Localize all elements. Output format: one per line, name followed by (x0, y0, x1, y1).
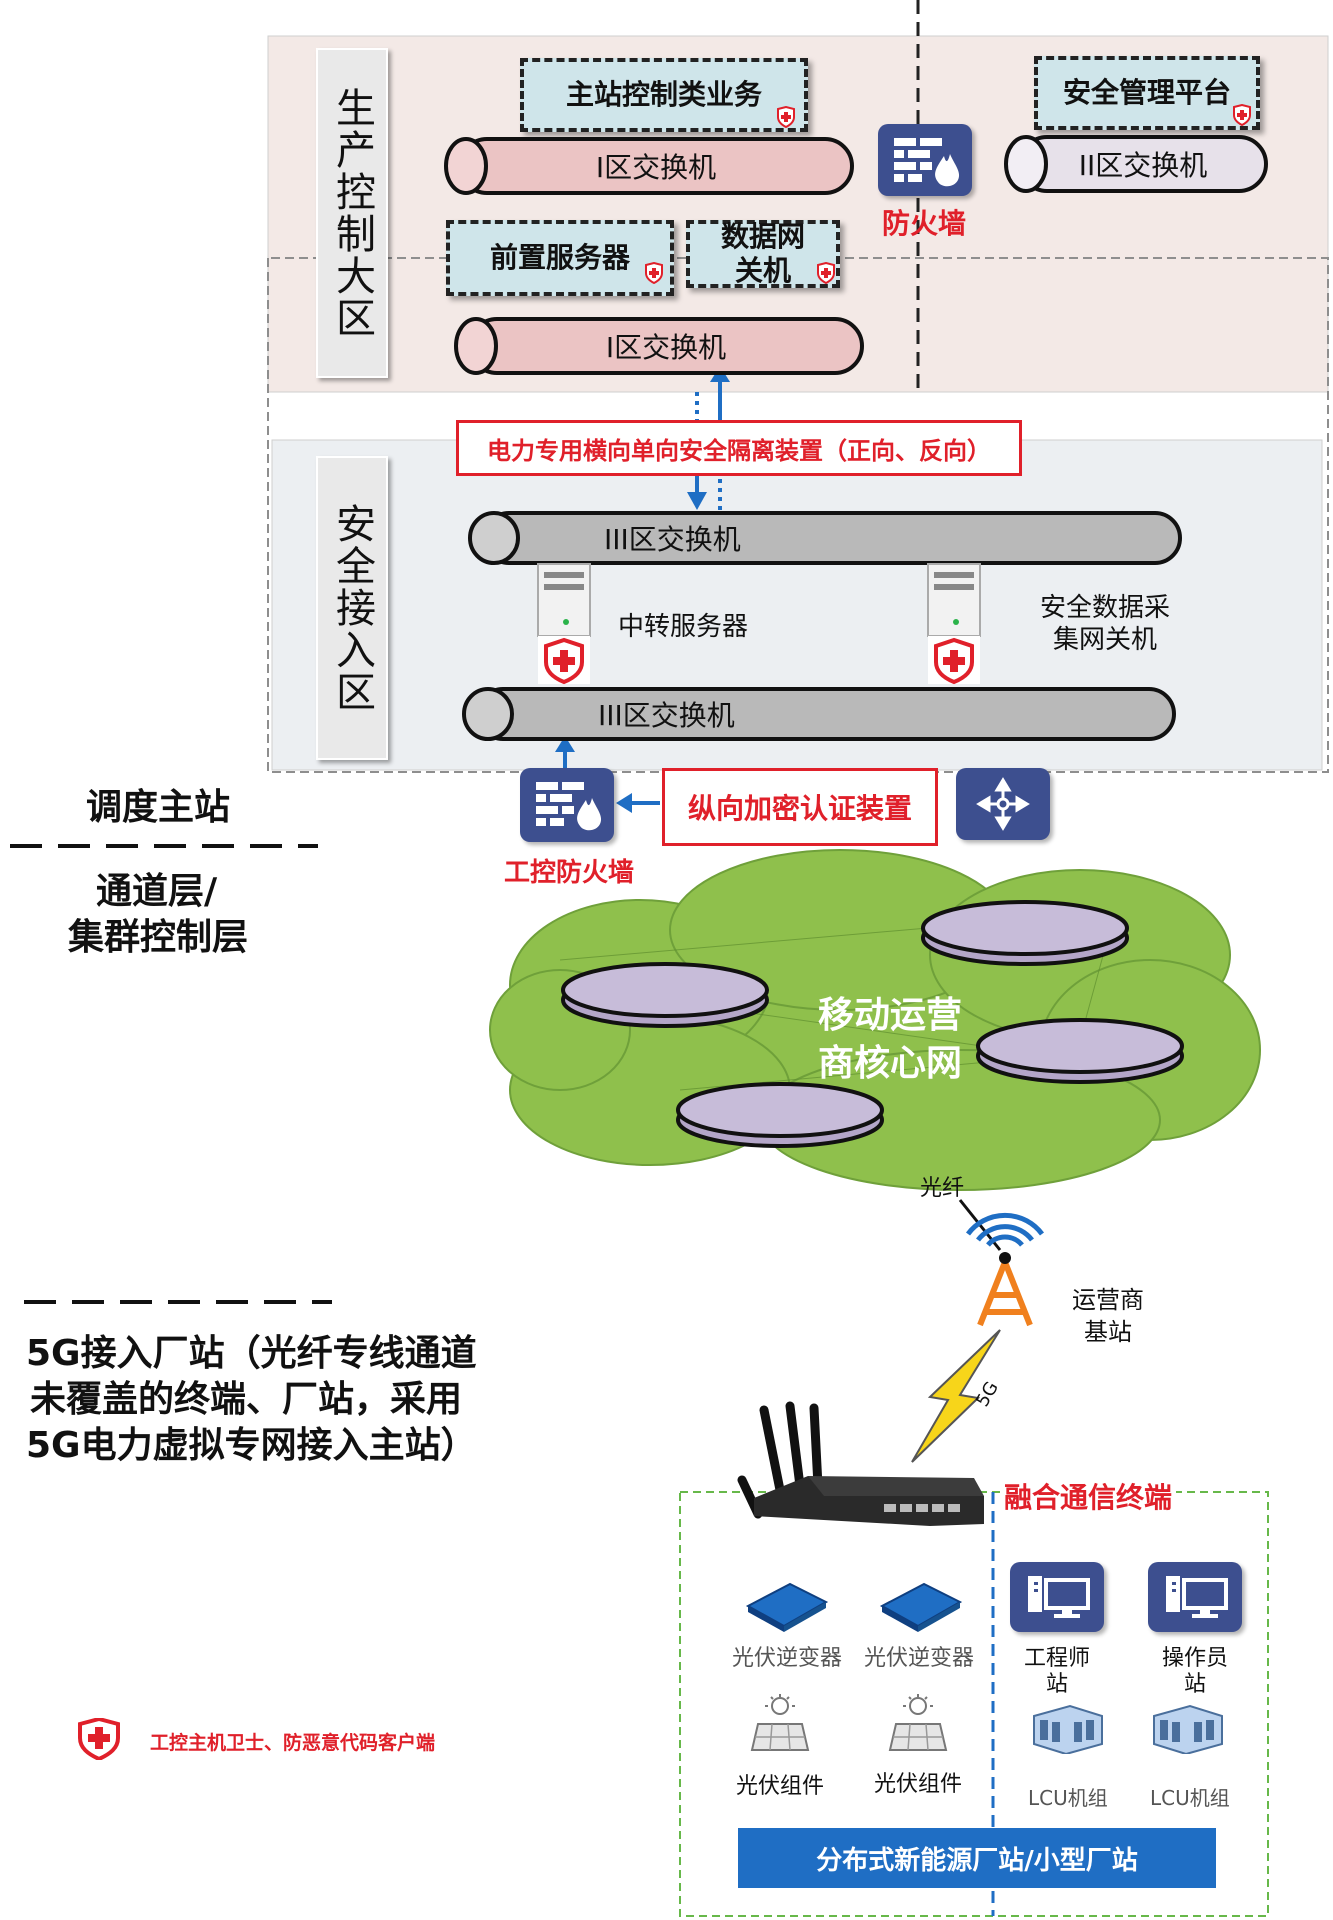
access-5g-line2: 未覆盖的终端、厂站，采用 (30, 1379, 463, 1420)
industrial-firewall-icon (520, 768, 614, 842)
shield-icon (645, 262, 663, 284)
relay-server-icon (537, 563, 591, 685)
engineer-station-label-2: 站 (1046, 1672, 1069, 1697)
core-network-nodes (561, 900, 1184, 1148)
security-platform-box: 安全管理平台 (1034, 56, 1260, 130)
master-control-service-label: 主站控制类业务 (565, 78, 762, 111)
fusion-terminal-label: 融合通信终端 (1000, 1476, 1177, 1516)
host-guard-shield-icon (78, 1718, 120, 1760)
security-platform-label: 安全管理平台 (1062, 76, 1231, 109)
zone3-switch-top: III区交换机 (464, 510, 1200, 566)
data-gateway-box: 数据网关机 (686, 220, 840, 288)
cluster-layer-label: 集群控制层 (68, 917, 249, 958)
master-control-service-box: 主站控制类业务 (520, 58, 808, 132)
operator-station-label-1: 操作员 (1162, 1646, 1229, 1671)
base-station-tower-icon (977, 1260, 1033, 1327)
core-network-label-2: 商核心网 (818, 1043, 963, 1084)
base-station-label-1: 运营商 (1072, 1286, 1144, 1314)
inverter-label-1: 光伏逆变器 (732, 1646, 843, 1671)
lcu-unit-icon (1153, 1704, 1223, 1754)
firewall-icon (878, 124, 972, 196)
zone3-switch-bottom: III区交换机 (458, 686, 1194, 742)
operator-station-icon (1148, 1562, 1242, 1632)
zone2-switch: II区交换机 (1000, 134, 1286, 194)
base-station-label-2: 基站 (1084, 1318, 1132, 1346)
dispatch-master-label: 调度主站 (86, 787, 231, 828)
plant-title-bar: 分布式新能源厂站/小型厂站 (738, 1828, 1216, 1888)
front-server-box: 前置服务器 (446, 220, 674, 296)
zone1-switch-bottom: I区交换机 (450, 316, 882, 376)
isolation-device-box: 电力专用横向单向安全隔离装置（正向、反向） (456, 420, 1022, 476)
inverter-icon (745, 1582, 829, 1632)
firewall-label: 防火墙 (882, 207, 967, 240)
zone1-switch-top: I区交换机 (440, 136, 872, 196)
channel-layer-label: 通道层/ (96, 871, 218, 912)
fusion-terminal-device (737, 1401, 984, 1526)
operator-station-label-2: 站 (1184, 1672, 1207, 1697)
shield-icon (817, 262, 835, 284)
pv-module-icon (750, 1694, 810, 1751)
legend-text: 工控主机卫士、防恶意代码客户端 (150, 1732, 436, 1754)
lightning-5g-icon (911, 1329, 1001, 1463)
engineer-station-icon (1010, 1562, 1104, 1632)
lcu-label-1: LCU机组 (1028, 1786, 1108, 1810)
access-5g-line3: 5G电力虚拟专网接入主站） (26, 1425, 477, 1466)
shield-icon (1233, 104, 1251, 126)
shield-icon (777, 106, 795, 128)
inverter-icon (879, 1582, 963, 1632)
pv-module-icon (888, 1694, 948, 1751)
engineer-station-label-1: 工程师 (1024, 1646, 1091, 1671)
core-network-label-1: 移动运营 (818, 995, 963, 1036)
pv-module-label-1: 光伏组件 (736, 1774, 825, 1799)
zone1-switch-bottom-label: I区交换机 (605, 331, 727, 364)
vertical-encryption-label: 纵向加密认证装置 (687, 792, 912, 825)
front-server-label: 前置服务器 (489, 241, 630, 274)
security-gateway-icon (927, 563, 981, 685)
zone3-switch-top-label: III区交换机 (604, 523, 741, 556)
production-zone-label: 生产控制大区 (316, 48, 388, 378)
zone3-switch-bottom-label: III区交换机 (598, 699, 735, 732)
industrial-firewall-label: 工控防火墙 (504, 858, 635, 888)
router-icon (956, 768, 1050, 840)
access-zone-label: 安全接入区 (316, 456, 388, 760)
zone2-switch-label: II区交换机 (1078, 149, 1208, 182)
security-gateway-label: 安全数据采集网关机 (1040, 593, 1171, 655)
vertical-encryption-box: 纵向加密认证装置 (662, 768, 938, 846)
relay-server-label: 中转服务器 (618, 612, 749, 642)
access-5g-line1: 5G接入厂站（光纤专线通道 (26, 1333, 477, 1374)
pv-module-label-2: 光伏组件 (874, 1772, 963, 1797)
plant-title-label: 分布式新能源厂站/小型厂站 (816, 1845, 1138, 1876)
fiber-label: 光纤 (920, 1176, 965, 1201)
lcu-unit-icon (1033, 1704, 1103, 1754)
data-gateway-label: 数据网关机 (720, 220, 805, 287)
zone1-switch-top-label: I区交换机 (595, 151, 717, 184)
lcu-label-2: LCU机组 (1150, 1786, 1230, 1810)
inverter-label-2: 光伏逆变器 (864, 1646, 975, 1671)
isolation-device-label: 电力专用横向单向安全隔离装置（正向、反向） (487, 436, 991, 465)
